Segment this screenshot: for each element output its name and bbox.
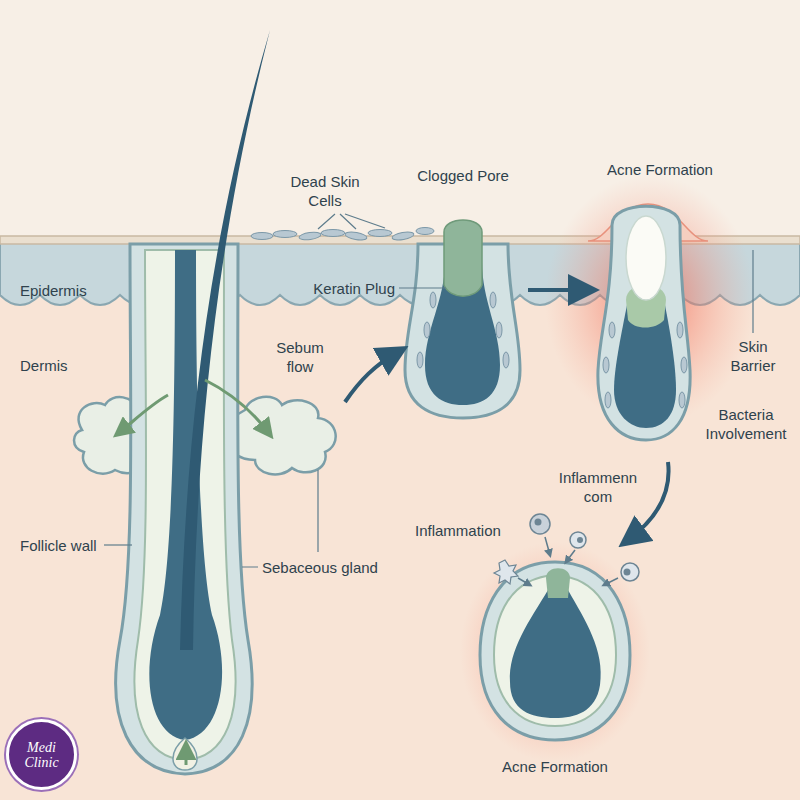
keratin-plug <box>546 568 570 598</box>
pustule-head <box>626 216 666 300</box>
leader-line <box>318 214 385 229</box>
leader-line <box>242 470 318 567</box>
cyst-core <box>510 590 601 718</box>
part-label: Skin Barrier <box>720 337 786 375</box>
leader-line <box>752 250 753 333</box>
follicle-cells <box>417 292 509 368</box>
part-label: Inflammenn com <box>553 468 643 506</box>
part-label: Clogged Pore <box>403 166 523 185</box>
hair-shaft <box>180 30 270 650</box>
part-label: Bacteria Involvement <box>700 405 792 443</box>
part-label: Dead Skin Cells <box>280 172 370 210</box>
logo-badge: Medi Clinic <box>6 719 77 790</box>
growth-arrow <box>185 748 188 765</box>
part-label: Inflammation <box>415 521 515 540</box>
inflamed-cyst <box>480 562 630 740</box>
dead-skin-cells <box>251 228 434 242</box>
dermal-papilla <box>173 738 197 770</box>
part-label: Sebaceous gland <box>262 558 392 577</box>
migration-arrows <box>518 537 618 585</box>
inflammation-glow <box>460 542 650 762</box>
sebum-arrow <box>205 380 268 432</box>
sebum-arrow <box>120 395 168 432</box>
part-label: Keratin Plug <box>275 279 395 298</box>
leader-line <box>104 544 132 545</box>
stage-arrow <box>528 288 588 292</box>
inflamed-follicle <box>598 206 690 440</box>
part-label: Sebum flow <box>265 338 335 376</box>
leader-line <box>399 287 446 288</box>
part-label: Dermis <box>20 356 120 375</box>
immune-cells <box>494 514 639 584</box>
keratin-plug <box>444 220 482 296</box>
sebaceous-gland <box>228 397 336 475</box>
stage-arrow <box>345 352 398 402</box>
follicle-wall <box>134 250 235 760</box>
part-label: Acne Formation <box>490 757 620 776</box>
logo-text: Medi Clinic <box>17 740 67 770</box>
part-label: Acne Formation <box>595 160 725 179</box>
part-label: Epidermis <box>20 281 140 300</box>
hair-follicle <box>116 244 252 774</box>
part-label: Follicle wall <box>20 536 102 555</box>
follicle-cells <box>603 322 687 408</box>
